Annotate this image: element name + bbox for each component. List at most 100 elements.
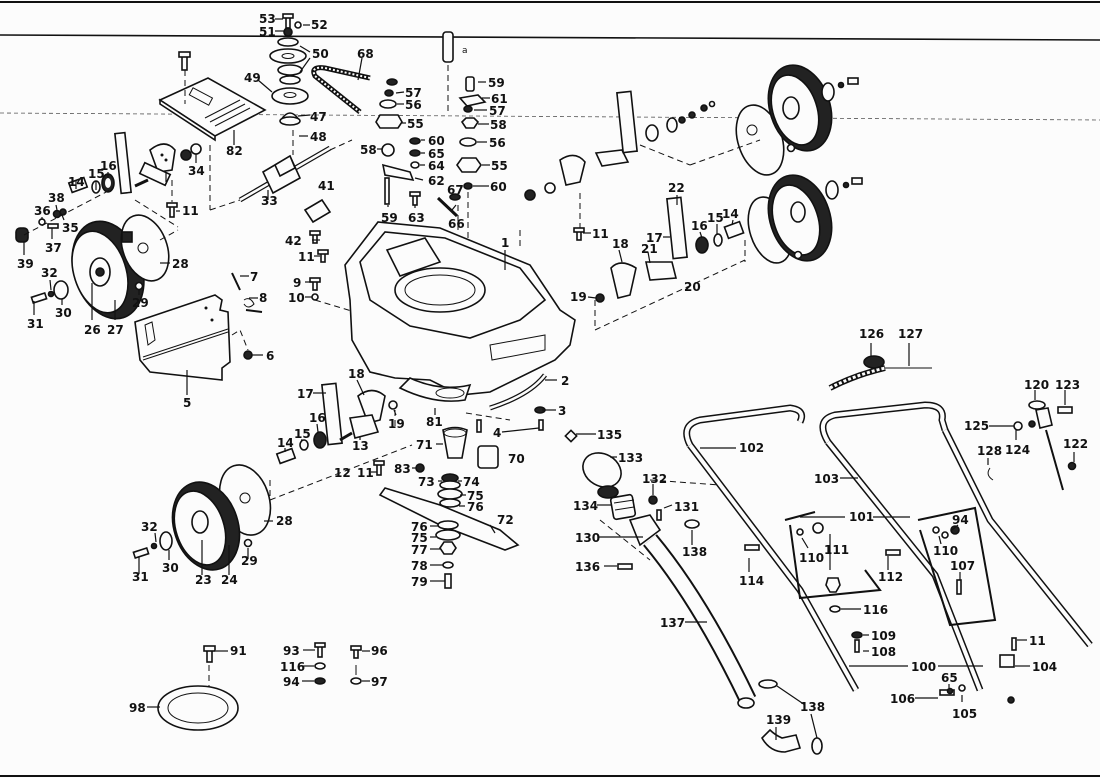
callout-108: 108 bbox=[871, 645, 896, 659]
leader-lines bbox=[23, 18, 1075, 740]
callout-labels: 53 52 51 50 49 68 47 48 82 34 33 41 42 1… bbox=[17, 12, 1088, 727]
callout-24: 24 bbox=[221, 573, 238, 587]
callout-128: 128 bbox=[977, 444, 1002, 458]
callout-57-right: 57 bbox=[489, 104, 506, 118]
callout-16-left-rear: 16 bbox=[100, 159, 117, 173]
callout-77: 77 bbox=[411, 543, 428, 557]
callout-3: 3 bbox=[558, 404, 566, 418]
callout-136: 136 bbox=[575, 560, 600, 574]
callout-134: 134 bbox=[573, 499, 598, 513]
callout-23: 23 bbox=[195, 573, 212, 587]
callout-18-right: 18 bbox=[612, 237, 629, 251]
callout-120: 120 bbox=[1024, 378, 1049, 392]
callout-111: 111 bbox=[824, 543, 849, 557]
callout-131: 131 bbox=[674, 500, 699, 514]
callout-34: 34 bbox=[188, 164, 205, 178]
callout-33: 33 bbox=[261, 194, 278, 208]
callout-58-right: 58 bbox=[490, 118, 507, 132]
callout-132: 132 bbox=[642, 472, 667, 486]
part-engine-mount-hardware bbox=[375, 31, 487, 240]
callout-a: a bbox=[462, 46, 468, 56]
callout-106: 106 bbox=[890, 692, 915, 706]
part-left-rear-wheel bbox=[30, 214, 179, 320]
callout-98: 98 bbox=[129, 701, 146, 715]
callout-11-handle: 11 bbox=[1029, 634, 1046, 648]
part-throttle-control bbox=[828, 355, 1077, 491]
callout-74: 74 bbox=[463, 475, 480, 489]
part-left-front-height-adjuster bbox=[269, 382, 413, 501]
callout-8: 8 bbox=[259, 291, 267, 305]
callout-65-handle: 65 bbox=[941, 671, 958, 685]
callout-53: 53 bbox=[259, 12, 276, 26]
callout-59-right: 59 bbox=[488, 76, 505, 90]
callout-31-rear: 31 bbox=[27, 317, 44, 331]
callout-16-left-front: 16 bbox=[309, 411, 326, 425]
callout-31-front: 31 bbox=[132, 570, 149, 584]
callout-32-front: 32 bbox=[141, 520, 158, 534]
callout-82: 82 bbox=[226, 144, 243, 158]
callout-127: 127 bbox=[898, 327, 923, 341]
callout-97: 97 bbox=[371, 675, 388, 689]
callout-27: 27 bbox=[107, 323, 124, 337]
callout-37: 37 bbox=[45, 241, 62, 255]
callout-81: 81 bbox=[426, 415, 443, 429]
callout-19-right: 19 bbox=[570, 290, 587, 304]
callout-15-left-rear: 15 bbox=[88, 167, 105, 181]
callout-5: 5 bbox=[183, 396, 191, 410]
callout-55-right: 55 bbox=[491, 159, 508, 173]
part-left-axle-hardware bbox=[15, 173, 115, 243]
callout-65-left: 65 bbox=[428, 147, 445, 161]
callout-110-right: 110 bbox=[933, 544, 958, 558]
callout-57-left: 57 bbox=[405, 86, 422, 100]
callout-47: 47 bbox=[310, 110, 327, 124]
callout-30-front: 30 bbox=[162, 561, 179, 575]
callout-38: 38 bbox=[48, 191, 65, 205]
callout-66: 66 bbox=[448, 217, 465, 231]
callout-19-left: 19 bbox=[388, 417, 405, 431]
callout-137: 137 bbox=[660, 616, 685, 630]
callout-28-front: 28 bbox=[276, 514, 293, 528]
callout-7: 7 bbox=[250, 270, 258, 284]
callout-68: 68 bbox=[357, 47, 374, 61]
callout-135: 135 bbox=[597, 428, 622, 442]
callout-11-left-front: 11 bbox=[357, 466, 374, 480]
callout-28-rear: 28 bbox=[172, 257, 189, 271]
callout-56-right: 56 bbox=[489, 136, 506, 150]
callout-112: 112 bbox=[878, 570, 903, 584]
callout-26: 26 bbox=[84, 323, 101, 337]
callout-72: 72 bbox=[497, 513, 514, 527]
callout-123: 123 bbox=[1055, 378, 1080, 392]
callout-55-left: 55 bbox=[407, 117, 424, 131]
callout-58-left: 58 bbox=[360, 143, 377, 157]
callout-71: 71 bbox=[416, 438, 433, 452]
callout-126: 126 bbox=[859, 327, 884, 341]
callout-39: 39 bbox=[17, 257, 34, 271]
callout-1: 1 bbox=[501, 236, 509, 250]
callout-96: 96 bbox=[371, 644, 388, 658]
callout-93: 93 bbox=[283, 644, 300, 658]
part-5-rear-deflector bbox=[134, 272, 263, 381]
callout-116-bottom: 116 bbox=[280, 660, 305, 674]
callout-83: 83 bbox=[394, 462, 411, 476]
callout-6: 6 bbox=[266, 349, 274, 363]
callout-14-right: 14 bbox=[722, 207, 739, 221]
callout-41: 41 bbox=[318, 179, 335, 193]
callout-30-rear: 30 bbox=[55, 306, 72, 320]
callout-67: 67 bbox=[447, 183, 464, 197]
part-lower-handle-grip bbox=[564, 429, 823, 755]
callout-125: 125 bbox=[964, 419, 989, 433]
callout-138-lower: 138 bbox=[800, 700, 825, 714]
callout-130: 130 bbox=[575, 531, 600, 545]
callout-15-left-front: 15 bbox=[294, 427, 311, 441]
part-left-front-wheel bbox=[132, 464, 272, 571]
part-33-gearbox bbox=[209, 130, 353, 211]
callout-105: 105 bbox=[952, 707, 977, 721]
callout-51: 51 bbox=[259, 25, 276, 39]
callout-102: 102 bbox=[739, 441, 764, 455]
callout-49: 49 bbox=[244, 71, 261, 85]
part-right-rear-wheel-assembly bbox=[524, 64, 859, 241]
callout-70: 70 bbox=[508, 452, 525, 466]
callout-32-rear: 32 bbox=[41, 266, 58, 280]
callout-100: 100 bbox=[911, 660, 936, 674]
callout-17-right: 17 bbox=[646, 231, 663, 245]
